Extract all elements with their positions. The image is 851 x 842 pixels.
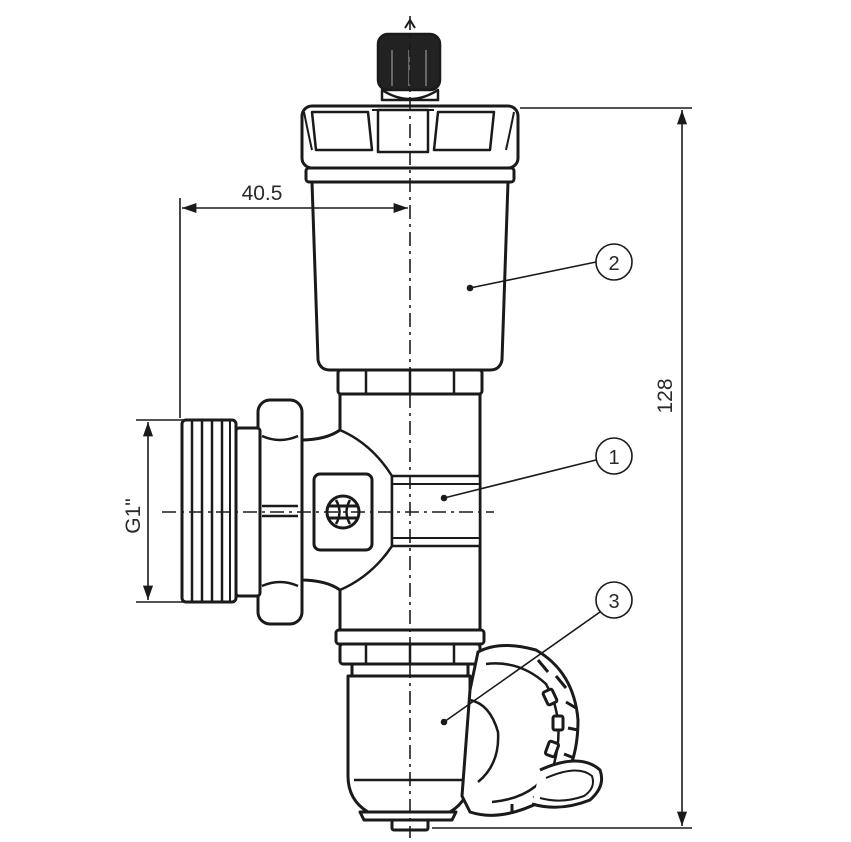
air-vent-cap <box>376 19 442 102</box>
thread-dimension-label: G1" <box>122 498 145 533</box>
callout-1-number: 1 <box>608 447 619 469</box>
air-vent-body <box>310 180 510 372</box>
thread-dimension <box>136 419 184 603</box>
callout-1 <box>440 437 633 502</box>
threaded-connection <box>180 418 262 604</box>
callout-3-number: 3 <box>608 591 619 613</box>
drain-valve-body <box>346 674 472 832</box>
drain-cap-with-strap <box>460 644 604 817</box>
height-dimension-label: 128 <box>654 378 677 413</box>
width-dimension-label: 40.5 <box>242 182 283 205</box>
centerlines <box>162 16 494 838</box>
callout-2 <box>466 243 633 292</box>
callout-3 <box>440 581 633 726</box>
height-dimension <box>432 107 692 829</box>
width-dimension <box>179 198 408 418</box>
callout-2-number: 2 <box>608 253 619 275</box>
